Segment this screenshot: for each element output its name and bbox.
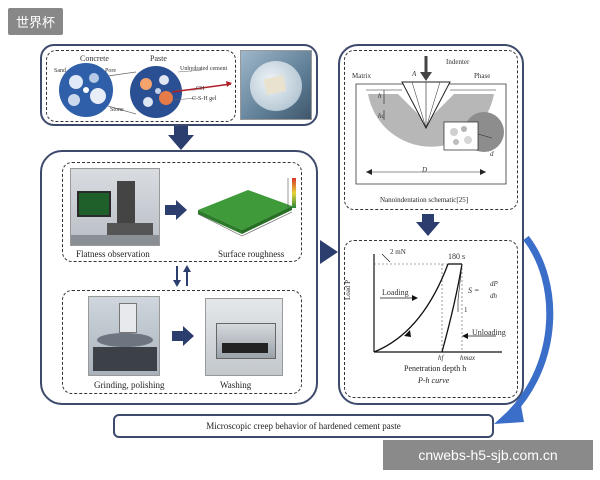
label-matrix: Matrix xyxy=(352,72,372,80)
caption-nanoindentation: Nanoindentation schematic[25] xyxy=(380,196,469,204)
nanoindentation-schematic xyxy=(355,56,507,185)
ph-curve-plot xyxy=(373,253,502,353)
monitor-screen xyxy=(77,191,111,217)
material-dashed-box xyxy=(46,50,236,122)
surface-roughness-plot xyxy=(197,178,296,237)
label-d-small: d xyxy=(490,150,494,158)
caption-washing: Washing xyxy=(220,380,252,390)
sample-photo xyxy=(240,50,312,120)
observation-dashed-box xyxy=(62,162,302,262)
arrow-right-2 xyxy=(172,326,194,346)
label-pore: Pore xyxy=(105,68,116,74)
tank-panel xyxy=(222,343,268,353)
washing-photo xyxy=(205,298,283,376)
grinder-base xyxy=(93,347,157,371)
watermark-top-left: 世界杯 xyxy=(8,8,64,35)
label-2mn: 2 mN xyxy=(390,248,406,256)
label-hmax: hmax xyxy=(460,354,476,362)
label-loading: Loading xyxy=(382,288,409,297)
arrow-down-2 xyxy=(416,214,440,236)
microscope-base xyxy=(107,223,153,235)
grinder-disc xyxy=(97,333,153,347)
grinder-arm xyxy=(119,303,137,333)
label-180s: 180 s xyxy=(448,252,466,261)
bench xyxy=(71,235,159,245)
label-concrete: Concrete xyxy=(80,54,109,63)
label-a: A xyxy=(412,70,417,78)
microscope-photo xyxy=(70,168,160,246)
label-paste: Paste xyxy=(150,54,167,63)
label-hc: hc xyxy=(378,112,385,120)
caption-grinding: Grinding, polishing xyxy=(94,380,165,390)
up-down-arrows xyxy=(173,265,191,287)
caption-roughness: Surface roughness xyxy=(218,249,285,259)
ph-curve-dashed-box xyxy=(344,240,518,398)
label-indenter: Indenter xyxy=(446,58,470,66)
arrow-right-1 xyxy=(165,200,187,220)
label-phase: Phase xyxy=(474,72,491,80)
grinding-photo xyxy=(88,296,160,376)
label-unloading: Unloading xyxy=(472,328,506,337)
microscope-body xyxy=(117,181,135,227)
label-sand: Sand xyxy=(54,68,66,74)
label-penetration-depth: Penetration depth h xyxy=(404,364,467,373)
result-box: Microscopic creep behavior of hardened c… xyxy=(113,414,494,438)
label-unhydrated-cement: Unhydrated cement xyxy=(180,66,228,72)
arrow-down-1 xyxy=(168,126,194,150)
curved-blue-arrow xyxy=(494,235,554,424)
concrete-paste-illustration xyxy=(59,63,232,118)
caption-flatness: Flatness observation xyxy=(76,249,150,259)
label-h: h xyxy=(378,92,382,100)
label-hf: hf xyxy=(438,354,444,362)
label-load-p: Load P xyxy=(344,279,352,300)
label-dh: dh xyxy=(490,292,497,300)
label-s-eq: S = xyxy=(468,286,480,295)
preparation-dashed-box xyxy=(62,290,302,394)
watermark-bottom-right: cnwebs-h5-sjb.com.cn xyxy=(383,440,593,470)
label-d-large: D xyxy=(422,166,428,174)
label-stone: Stone xyxy=(110,107,124,113)
ultrasonic-tank xyxy=(216,323,276,359)
label-one: 1 xyxy=(464,306,468,314)
label-dp: dP xyxy=(490,280,498,288)
arrow-right-3 xyxy=(320,240,338,264)
label-ch: CH xyxy=(196,86,205,92)
label-csh-gel: C-S-H gel xyxy=(192,96,217,102)
label-ph-curve: P-h curve xyxy=(418,376,450,385)
schematic-dashed-box xyxy=(344,50,518,210)
